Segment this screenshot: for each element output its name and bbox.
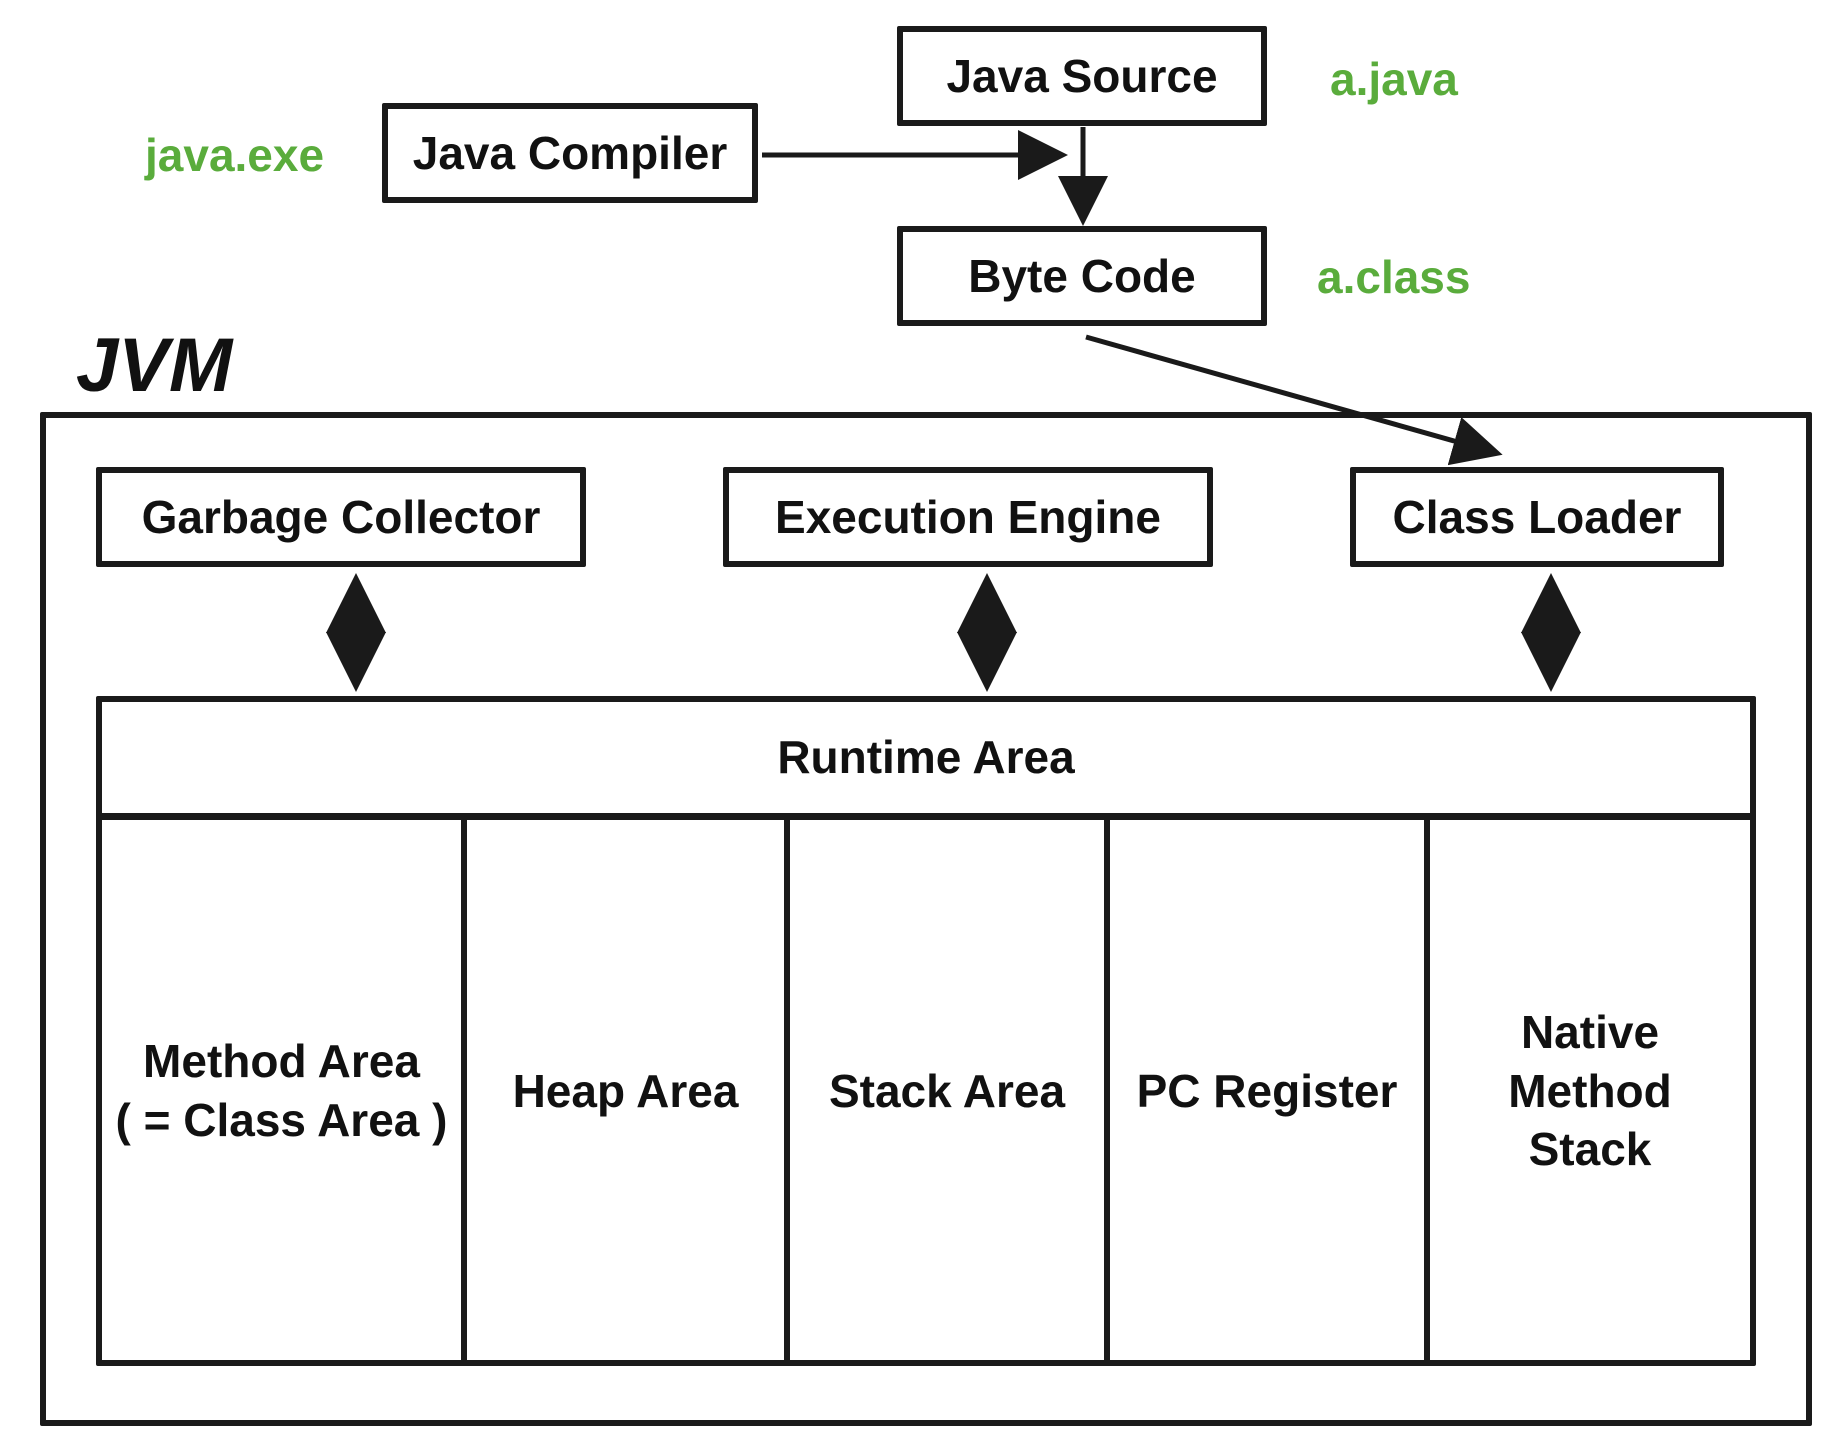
heap-area-cell: Heap Area <box>512 1064 739 1117</box>
java-source-box: Java Source <box>897 26 1267 126</box>
garbage-collector-box: Garbage Collector <box>96 467 586 567</box>
column-divider <box>1104 818 1110 1364</box>
bytecode-to-classloader-arrow <box>1085 334 1503 466</box>
byte-code-box: Byte Code <box>897 226 1267 326</box>
method-area-line2: ( = Class Area ) <box>115 1094 448 1146</box>
jvm-title: JVM <box>76 323 233 408</box>
method-area-cell: Method Area ( = Class Area ) <box>102 818 461 1364</box>
stack-area-cell: Stack Area <box>828 1064 1066 1117</box>
class-loader-box: Class Loader <box>1350 467 1724 567</box>
java-exe-label: java.exe <box>145 129 325 181</box>
column-divider <box>1424 818 1430 1364</box>
runtime-area-container <box>96 696 1756 1366</box>
byte-code-file-label: a.class <box>1317 251 1471 303</box>
native-line1: Native <box>1520 1005 1660 1058</box>
execution-engine-box: Execution Engine <box>723 467 1213 567</box>
pc-register-cell: PC Register <box>1136 1064 1398 1117</box>
java-compiler-box: Java Compiler <box>382 103 758 203</box>
jvm-container <box>40 412 1812 1426</box>
method-area-line1: Method Area <box>143 1035 420 1088</box>
column-divider <box>461 818 467 1364</box>
native-method-stack-cell: Native Method Stack <box>1430 818 1750 1364</box>
runtime-header-divider <box>96 813 1756 820</box>
java-source-file-label: a.java <box>1330 53 1458 105</box>
native-line3: Stack <box>1528 1123 1652 1176</box>
runtime-area-title: Runtime Area <box>777 730 1075 783</box>
column-divider <box>784 818 790 1364</box>
native-line2: Method <box>1508 1064 1672 1117</box>
